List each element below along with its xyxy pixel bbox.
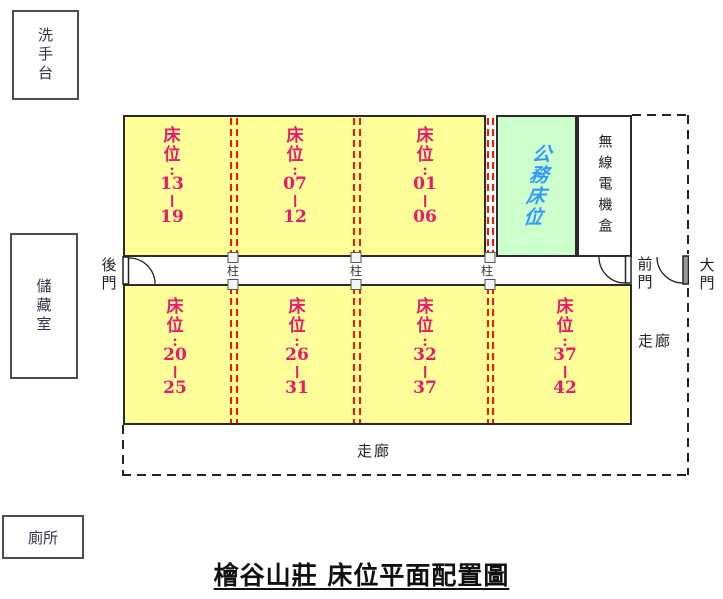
bottom-bed-area (123, 284, 632, 425)
range-dash (423, 366, 427, 378)
pillar-square (484, 252, 496, 263)
walkway-boundary (687, 115, 689, 254)
partition-dash (492, 118, 494, 255)
official-bed-label: 公務床位 (519, 144, 553, 228)
partition-dash (230, 287, 232, 423)
corridor-label-bottom: 走廊 (356, 442, 392, 460)
partition-dash (359, 287, 361, 423)
range-dash (563, 366, 567, 378)
pillar-square (350, 279, 362, 290)
radio-box-label: 無線電機盒 (596, 133, 613, 239)
pillar-label: 柱 (349, 264, 363, 278)
walkway-boundary (632, 114, 689, 116)
partition-dash (487, 287, 489, 423)
walkway-boundary (122, 474, 689, 476)
range-dash (293, 195, 297, 207)
wash-basin-label: 洗手台 (36, 26, 54, 84)
corridor-label-right: 走廊 (637, 332, 673, 350)
walkway-boundary (122, 425, 124, 475)
storage-label: 儲藏室 (34, 277, 53, 335)
bed-label-13-19: 床 位 : 13 19 (160, 126, 184, 227)
front-door-icon (598, 255, 632, 284)
bed-label-37-42: 床 位 : 37 42 (553, 297, 577, 398)
range-dash (295, 366, 299, 378)
range-dash (170, 195, 174, 207)
pillar-label: 柱 (226, 264, 240, 278)
bed-label-32-37: 床 位 : 32 37 (413, 297, 437, 398)
pillar-square (227, 279, 239, 290)
partition-dash (487, 118, 489, 255)
front-door-label: 前 門 (637, 255, 653, 291)
main-door-icon (656, 255, 689, 285)
back-door-label: 後 門 (101, 256, 117, 292)
partition-dash (359, 118, 361, 255)
partition-dash (236, 287, 238, 423)
walkway-boundary (687, 288, 689, 475)
top-bed-area (123, 115, 486, 257)
pillar-square (484, 279, 496, 290)
range-dash (173, 366, 177, 378)
partition-dash (353, 287, 355, 423)
bed-label-20-25: 床 位 : 20 25 (163, 297, 187, 398)
wash-basin-room: 洗手台 (12, 10, 79, 100)
toilet-label: 廁所 (27, 528, 58, 547)
partition-dash (492, 287, 494, 423)
page-title: 檜谷山莊 床位平面配置圖 (213, 561, 510, 590)
toilet-room: 廁所 (2, 515, 84, 559)
pillar-square (350, 252, 362, 263)
back-door-icon (122, 256, 156, 285)
official-bed-area: 公務床位 (496, 115, 577, 257)
radio-box-area: 無線電機盒 (577, 115, 632, 257)
storage-room: 儲藏室 (10, 233, 78, 379)
main-door-label: 大 門 (699, 256, 715, 292)
range-dash (423, 195, 427, 207)
pillar-label: 柱 (480, 264, 494, 278)
partition-dash (353, 118, 355, 255)
bed-label-26-31: 床 位 : 26 31 (285, 297, 309, 398)
bed-label-01-06: 床 位 : 01 06 (413, 126, 437, 227)
bed-label-07-12: 床 位 : 07 12 (283, 126, 307, 227)
partition-dash (230, 118, 232, 255)
pillar-square (227, 252, 239, 263)
partition-dash (236, 118, 238, 255)
